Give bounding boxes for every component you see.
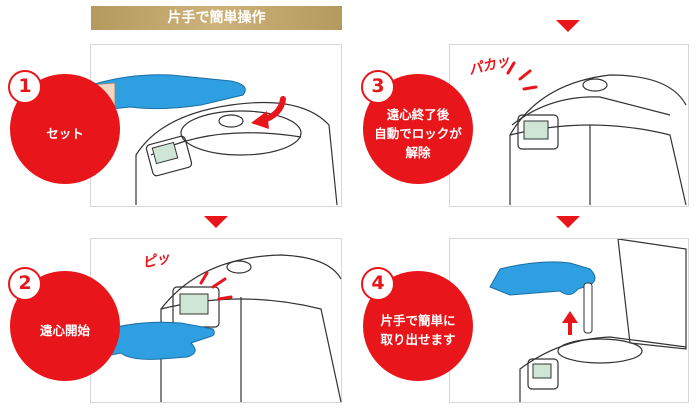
illustration-set <box>90 44 342 207</box>
step-number: 1 <box>8 70 42 104</box>
illustration-start <box>90 238 342 403</box>
step-label: セット <box>46 125 84 141</box>
step-1-badge: 1 セット <box>8 70 120 184</box>
title-banner: 片手で簡単操作 <box>91 6 342 30</box>
step-label: 遠心終了後 自動でロックが 解除 <box>374 106 462 160</box>
illustration-unlock <box>449 44 689 207</box>
illustration-remove <box>449 238 689 403</box>
step-2-badge: 2 遠心開始 <box>8 267 120 381</box>
arrow-down-icon <box>204 216 228 228</box>
step-number: 3 <box>361 70 395 104</box>
step-label: 遠心開始 <box>39 322 90 338</box>
step-number: 2 <box>8 267 42 301</box>
step-4-badge: 4 片手で簡単に 取り出せます <box>361 267 473 381</box>
step-label: 片手で簡単に 取り出せます <box>380 313 456 347</box>
step-3-badge: 3 遠心終了後 自動でロックが 解除 <box>361 70 473 184</box>
arrow-down-icon <box>556 216 580 228</box>
arrow-down-icon <box>556 20 580 32</box>
step-number: 4 <box>361 267 395 301</box>
